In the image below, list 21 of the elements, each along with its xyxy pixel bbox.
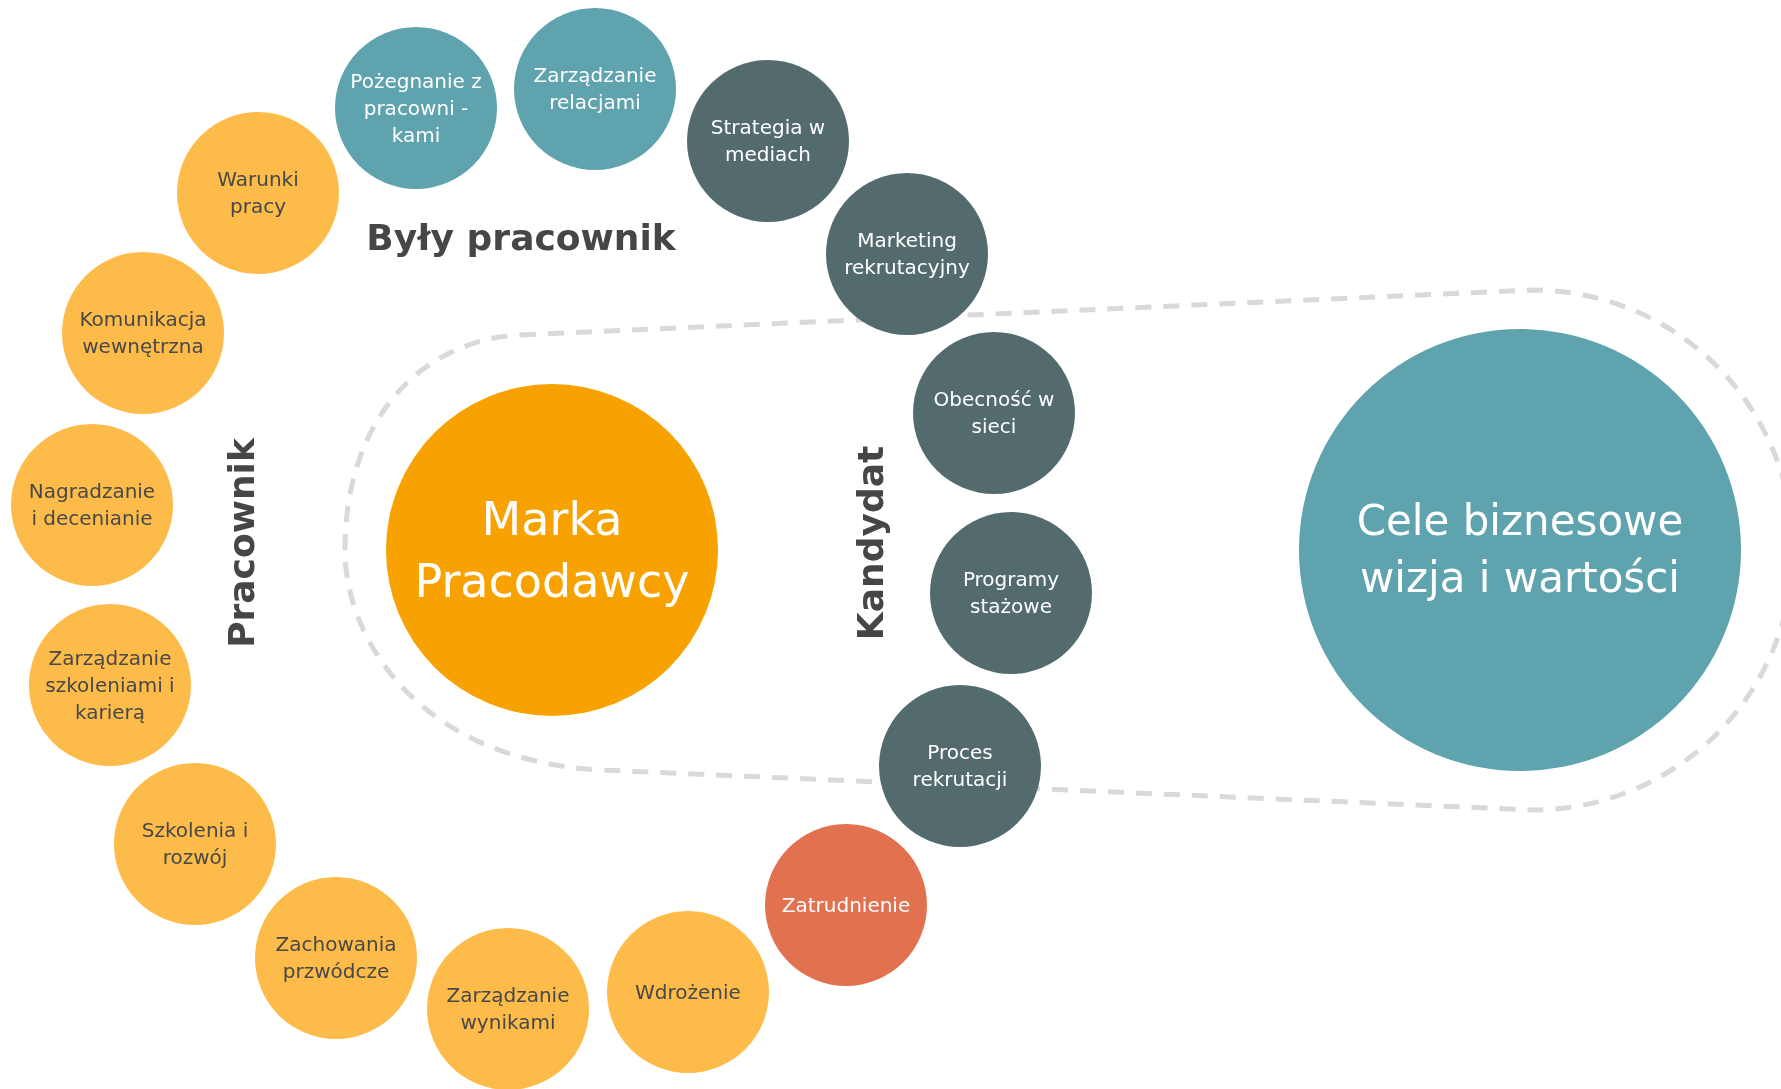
circle-label: Proces rekrutacji xyxy=(911,739,1009,793)
circle-label: Nagradzanie i decenianie xyxy=(27,478,157,532)
circle-label: Zatrudnienie xyxy=(781,891,911,919)
group-heading: Były pracownik xyxy=(366,216,676,258)
circle-label: Strategia w mediach xyxy=(709,114,827,168)
circle-label: Zarządzanie wynikami xyxy=(445,982,571,1036)
circle-label: Marketing rekrutacyjny xyxy=(843,227,971,281)
group-heading: Kandydat xyxy=(849,445,891,641)
circle-label: Programy stażowe xyxy=(961,566,1061,620)
circle-label: Komunikacja wewnętrzna xyxy=(78,306,208,360)
circle-label: Marka Pracodawcy xyxy=(414,490,690,610)
circle-label: Zachowania przwódcze xyxy=(274,931,398,985)
circle-label: Zarządzanie szkoleniami i karierą xyxy=(44,644,176,726)
circle-label: Szkolenia i rozwój xyxy=(140,817,250,871)
circle-label: Cele biznesowe wizja i wartości xyxy=(1355,495,1685,604)
group-heading: Pracownik xyxy=(220,438,262,648)
circle-label: Obecność w sieci xyxy=(932,386,1056,440)
circle-label: Warunki pracy xyxy=(216,166,300,220)
circle-label: Pożegnanie z pracowni -kami xyxy=(350,67,482,149)
circle-label: Zarządzanie relacjami xyxy=(532,62,658,116)
circle-label: Wdrożenie xyxy=(635,978,741,1006)
